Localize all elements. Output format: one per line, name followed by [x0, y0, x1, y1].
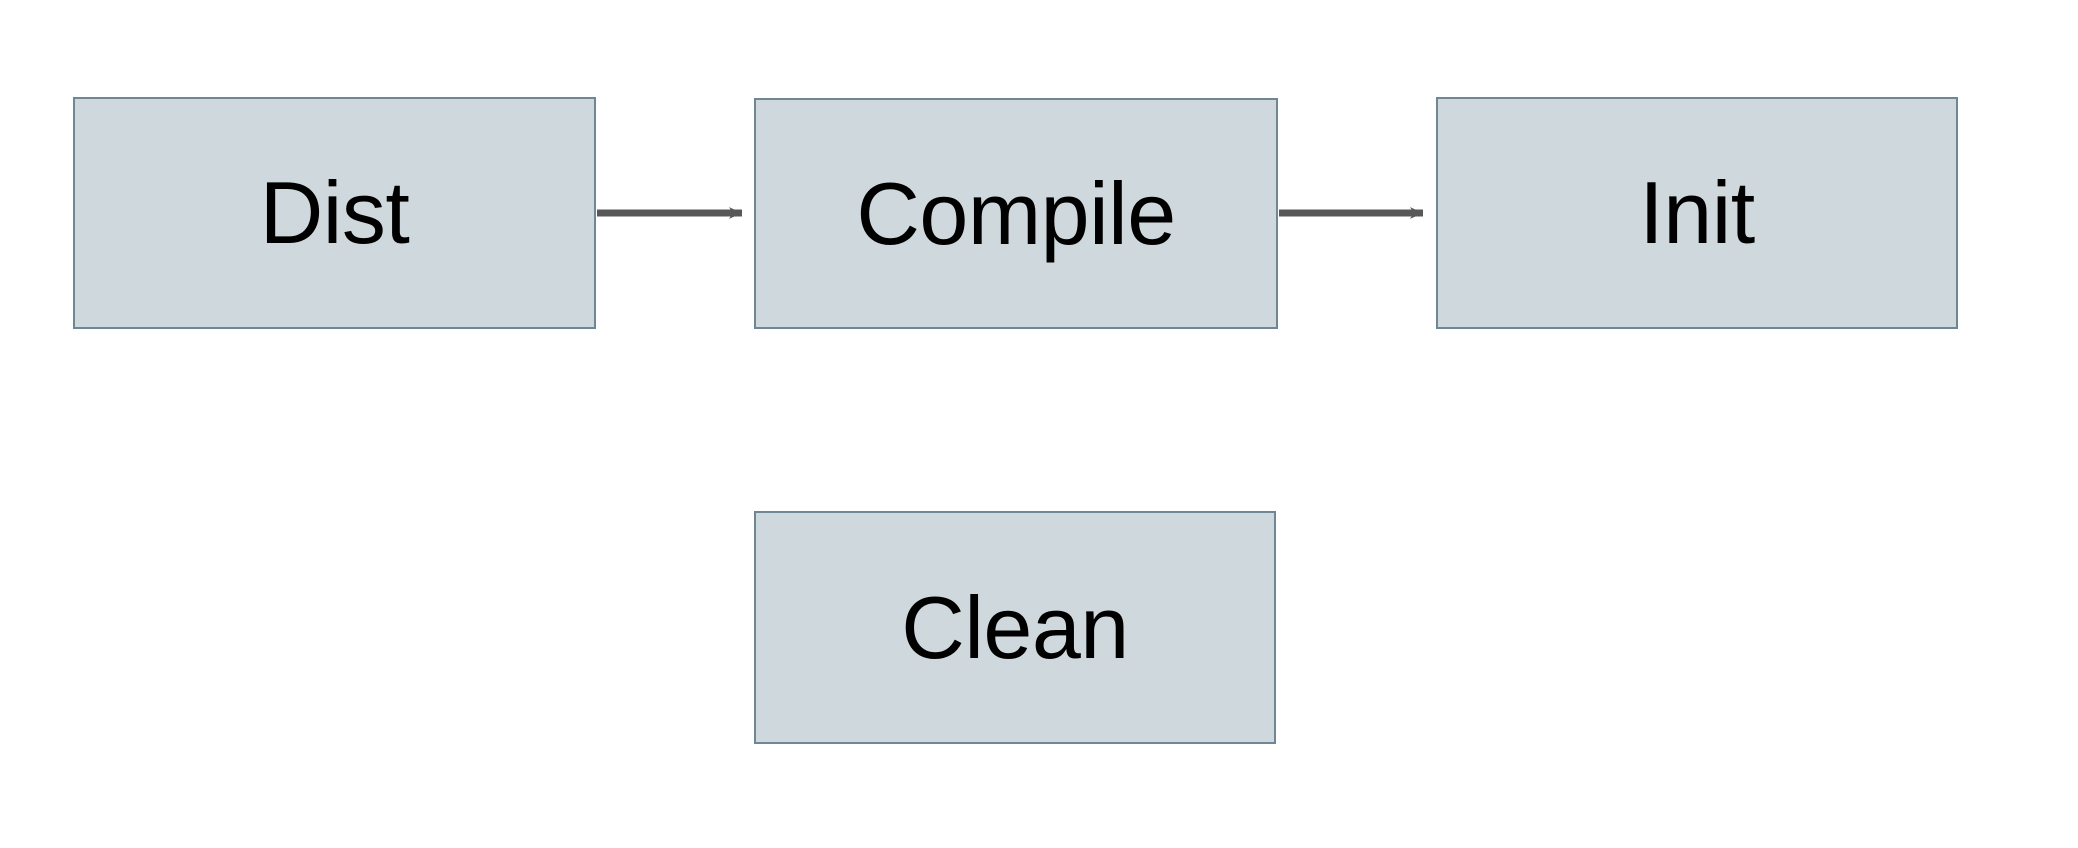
node-init-label: Init: [1639, 163, 1755, 262]
edge-compile-to-init-target[interactable]: [1278, 193, 1437, 233]
node-compile-label: Compile: [856, 163, 1176, 263]
node-dist[interactable]: Dist: [73, 97, 596, 329]
node-clean-label: Clean: [901, 577, 1129, 677]
node-init[interactable]: Init: [1436, 97, 1958, 329]
node-compile[interactable]: Compile: [754, 98, 1278, 329]
node-dist-label: Dist: [259, 163, 410, 262]
edge-dist-to-compile-target[interactable]: [596, 193, 756, 233]
node-clean[interactable]: Clean: [754, 511, 1276, 744]
